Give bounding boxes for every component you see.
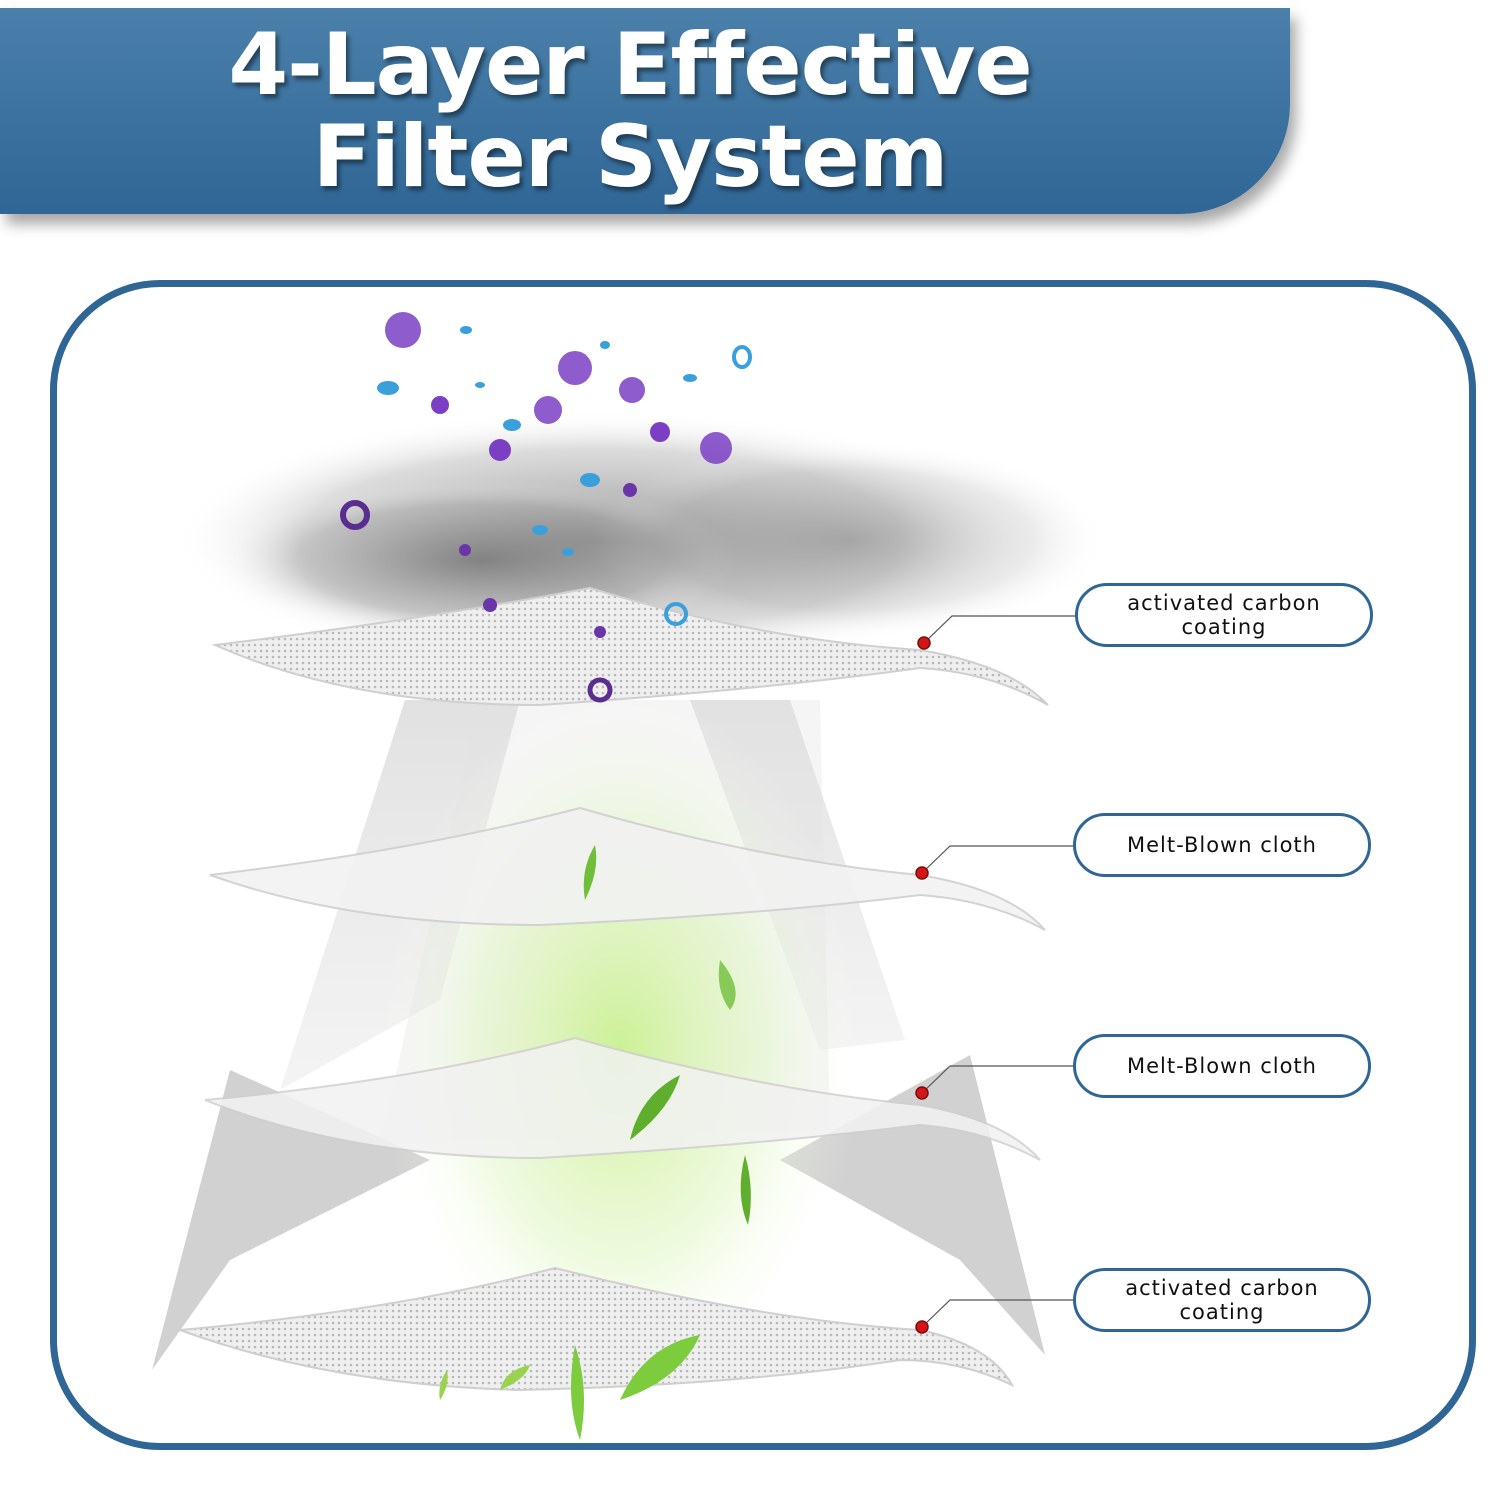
- layer-4-label: activated carbon coating: [1073, 1268, 1371, 1332]
- filter-layer-4: [179, 1266, 1015, 1392]
- pollutant-particles: [340, 312, 752, 703]
- leaves: [439, 845, 751, 1440]
- filter-layer-2: [209, 806, 1046, 931]
- filter-layer-3: [204, 1036, 1041, 1161]
- layer-1-marker: [917, 636, 931, 650]
- title-banner: 4-Layer Effective Filter System: [0, 8, 1290, 214]
- layer-2-marker: [915, 866, 929, 880]
- layer-3-label: Melt-Blown cloth: [1073, 1034, 1371, 1098]
- title-line-2: Filter System: [312, 107, 949, 207]
- title-line-1: 4-Layer Effective: [228, 15, 1032, 115]
- layer-3-marker: [915, 1086, 929, 1100]
- layer-2-label: Melt-Blown cloth: [1073, 813, 1371, 877]
- filter-layer-1: [211, 586, 1049, 707]
- page-title: 4-Layer Effective Filter System: [0, 8, 1260, 214]
- callout-leaders: [915, 615, 1076, 1334]
- layer-4-marker: [915, 1320, 929, 1334]
- layer-1-label: activated carbon coating: [1075, 583, 1373, 647]
